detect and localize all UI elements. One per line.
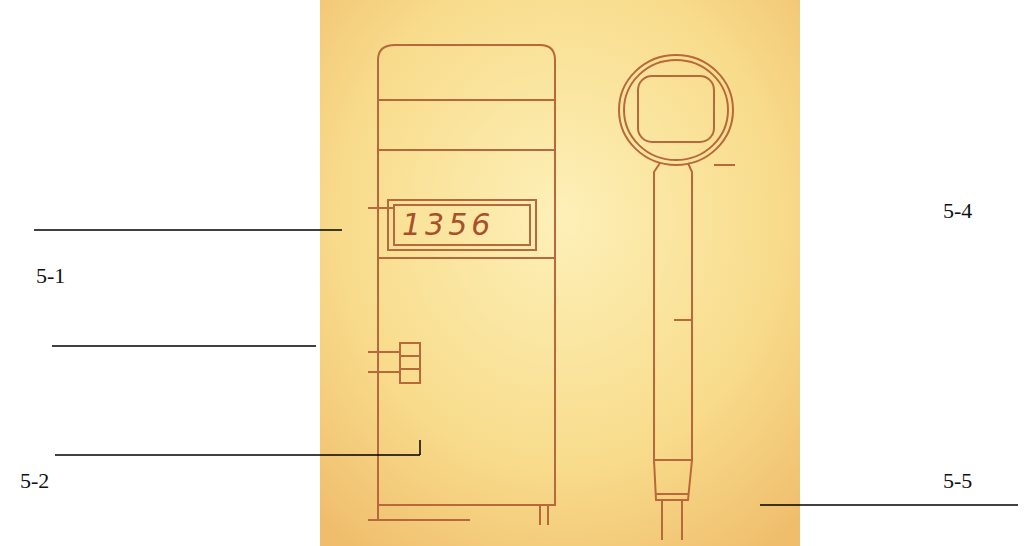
callout-number: 5-4 (943, 200, 972, 222)
photo-ground (320, 0, 800, 546)
leader-lines (34, 230, 1018, 505)
probe (619, 55, 735, 540)
callout-number: 5-2 (20, 470, 49, 492)
callout-number: 5-5 (943, 470, 972, 492)
meter-body (368, 45, 555, 525)
display-reading: 1356 (402, 210, 494, 240)
callout-number: 5-1 (36, 265, 65, 287)
